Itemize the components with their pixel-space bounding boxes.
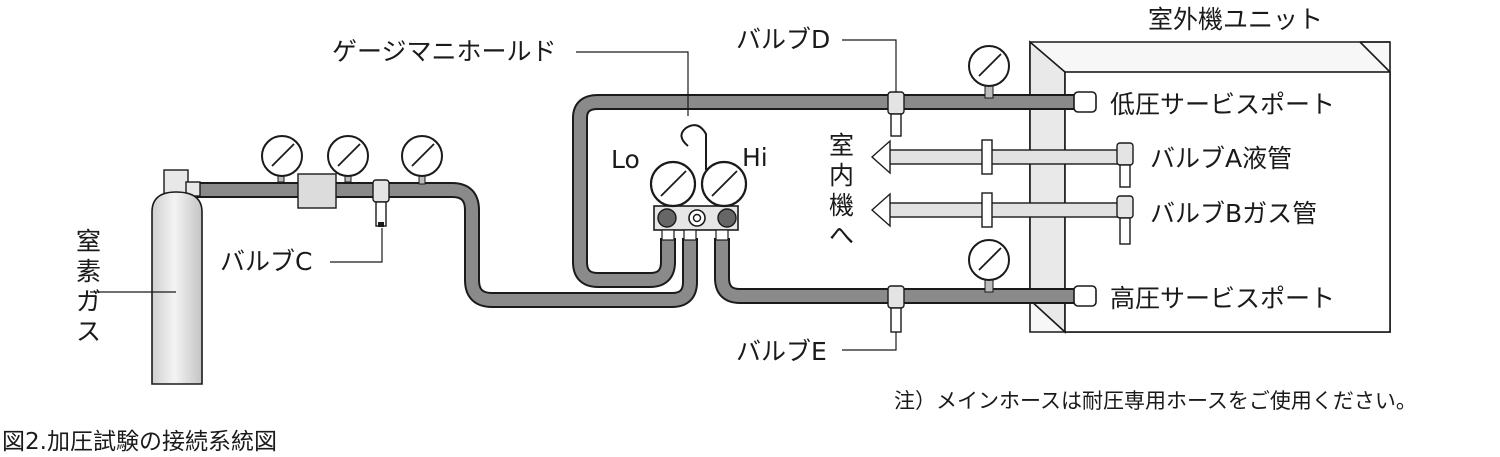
valve-c-icon [372, 179, 390, 227]
valve-b-label: バルブBガス管 [1150, 199, 1317, 228]
indoor-label-char: 内 [829, 161, 854, 190]
valve-a-label: バルブA液管 [1150, 144, 1292, 173]
high-port-gauge-icon [968, 239, 1010, 293]
hi-gauge-icon [700, 160, 748, 208]
indoor-label-char: 機 [829, 191, 854, 220]
line-gauge-icon [401, 135, 443, 185]
valve-b-icon [1116, 195, 1134, 245]
nitrogen-cylinder [151, 169, 203, 385]
main-hoses [196, 94, 1080, 308]
valve-d-label: バルブD [736, 25, 830, 54]
indoor-label-char: 室 [829, 131, 854, 160]
low-service-port [1073, 91, 1097, 113]
regulator-block [297, 173, 337, 209]
high-service-port [1073, 285, 1097, 307]
regulator-gauge-2-icon [327, 135, 369, 183]
usage-note: 注）メインホースは耐圧専用ホースをご使用ください。 [894, 389, 1417, 413]
valve-e-icon [887, 285, 905, 333]
outdoor-unit-label: 室外機ユニット [1148, 5, 1323, 34]
regulator-gauge-1-icon [261, 135, 303, 183]
lo-gauge-icon [649, 160, 697, 208]
figure-caption: 図2.加圧試験の接続系統図 [2, 429, 277, 455]
leader-lines [90, 39, 897, 351]
hi-label: Hi [742, 143, 768, 172]
high-service-port-label: 高圧サービスポート [1110, 284, 1335, 313]
low-service-port-label: 低圧サービスポート [1110, 90, 1335, 119]
valve-e-label: バルブE [736, 337, 827, 366]
gas-pipe [870, 192, 1125, 228]
nitrogen-label-char: 素 [76, 257, 101, 286]
valve-a-icon [1116, 142, 1134, 188]
low-port-gauge-icon [968, 45, 1010, 99]
lo-label: Lo [611, 145, 640, 174]
nitrogen-label-char: ス [76, 317, 101, 346]
nitrogen-label-char: 窒 [76, 227, 101, 256]
gauge-manifold-label: ゲージマニホールド [332, 37, 557, 66]
gauge-manifold [653, 124, 739, 241]
valve-d-icon [887, 91, 905, 137]
indoor-label-char: へ [829, 221, 854, 250]
nitrogen-label-char: ガ [76, 287, 101, 316]
valve-c-label: バルブC [220, 247, 312, 276]
